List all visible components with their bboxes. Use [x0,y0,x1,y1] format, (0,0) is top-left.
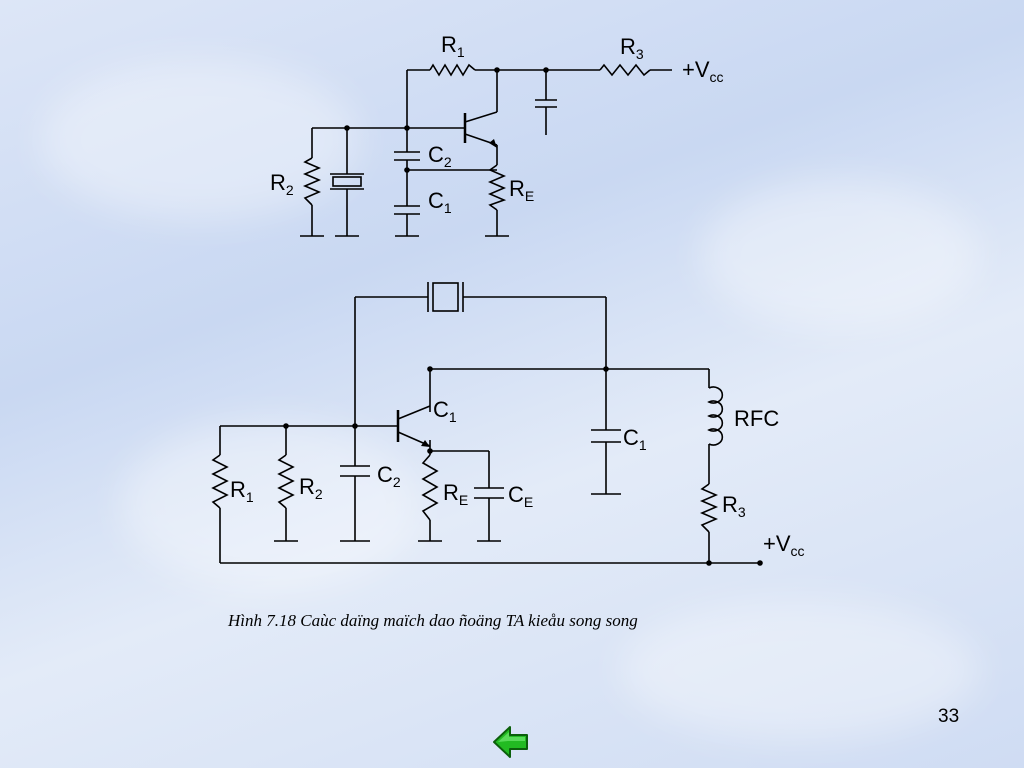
resistor-r1-bottom [211,454,229,509]
label-r2-top: R2 [270,170,294,198]
back-button[interactable] [492,724,530,760]
label-c1-base: C1 [433,397,457,425]
resistor-r3-bottom [699,483,719,533]
label-c2-bottom: C2 [377,462,401,490]
resistor-r1 [429,63,476,77]
bottom-circuit [211,282,760,564]
label-re-top: RE [509,176,534,204]
resistor-re-bottom [421,454,439,521]
label-ce-bottom: CE [508,482,533,510]
label-r2-bottom: R2 [299,474,323,502]
label-c2-top: C2 [428,142,452,170]
label-vcc-bottom: +Vcc [763,531,805,559]
label-c1-shunt: C1 [623,425,647,453]
label-c1-top: C1 [428,188,452,216]
inductor-rfc [707,386,724,446]
label-vcc-top: +Vcc [682,57,724,85]
label-re-bottom: RE [443,480,468,508]
label-r3-bottom: R3 [722,492,746,520]
label-r1-top: R1 [441,32,465,60]
figure-caption: Hình 7.18 Caùc daïng maïch dao ñoäng TA … [228,611,638,630]
label-rfc: RFC [734,406,779,431]
resistor-re [487,164,507,211]
top-circuit [300,63,672,237]
resistor-r3 [599,63,651,77]
label-r3-top: R3 [620,34,644,62]
left-arrow-icon [493,726,528,758]
resistor-r2-bottom [277,454,295,509]
label-r1-bottom: R1 [230,477,254,505]
page-number: 33 [938,706,960,727]
resistor-r2 [302,157,322,206]
